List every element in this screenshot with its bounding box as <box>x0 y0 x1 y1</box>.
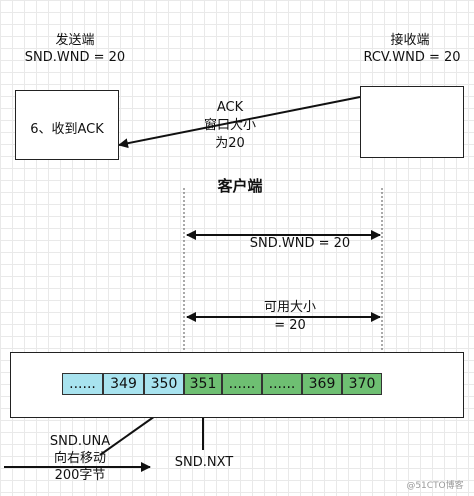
watermark: @51CTO博客 <box>406 481 464 491</box>
snd-una-bytes-label: 200字节 <box>54 468 106 483</box>
receiver-box <box>360 86 464 158</box>
snd-una-label: SND.UNA <box>49 434 111 449</box>
sender-title: 发送端 <box>55 33 95 48</box>
ack-window-label: 窗口大小 <box>203 118 256 133</box>
sender-snd-wnd: SND.WND = 20 <box>24 50 126 65</box>
receiver-rcv-wnd: RCV.WND = 20 <box>363 50 461 65</box>
buffer-cell: 369 <box>302 373 342 395</box>
buffer-cell: 351 <box>184 373 222 395</box>
snd-nxt-label: SND.NXT <box>174 455 234 470</box>
usable-size-value: = 20 <box>274 318 306 333</box>
receiver-title: 接收端 <box>390 33 430 48</box>
buffer-cell: ...... <box>222 373 262 395</box>
buffer-cell: ...... <box>262 373 302 395</box>
buffer-cell: ...... <box>62 373 103 395</box>
ack-label: ACK <box>216 100 244 115</box>
client-title: 客户端 <box>217 177 263 195</box>
client-snd-wnd: SND.WND = 20 <box>249 236 351 251</box>
buffer-cell: 350 <box>144 373 184 395</box>
buffer-cell: 349 <box>103 373 144 395</box>
ack-arrow <box>118 96 361 149</box>
sender-box-text: 6、收到ACK <box>30 122 104 137</box>
snd-una-move-label: 向右移动 <box>53 451 106 466</box>
sender-box: 6、收到ACK <box>15 90 119 160</box>
usable-size-label: 可用大小 <box>263 300 316 315</box>
buffer-cell: 370 <box>342 373 382 395</box>
ack-size-label: 为20 <box>215 136 245 151</box>
